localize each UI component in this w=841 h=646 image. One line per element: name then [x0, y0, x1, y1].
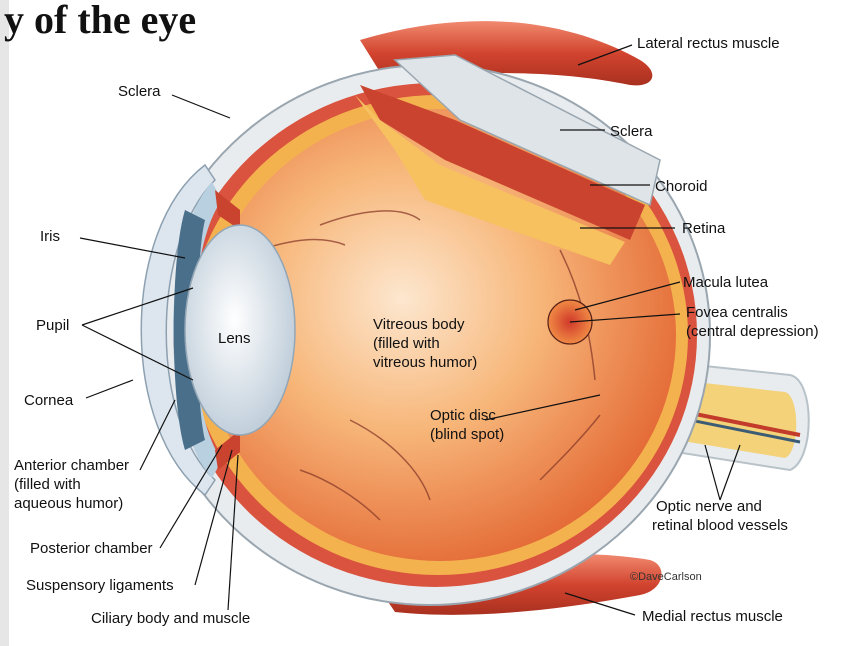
label-optic-disc-line2: (blind spot) [430, 426, 504, 443]
label-sclera-right: Sclera [610, 123, 653, 140]
label-anterior-line1: Anterior chamber [14, 457, 129, 474]
label-cornea: Cornea [24, 392, 74, 409]
label-vitreous-line3: vitreous humor) [373, 354, 477, 371]
label-pupil: Pupil [36, 317, 69, 334]
label-ciliary-body: Ciliary body and muscle [91, 610, 250, 627]
label-optic-nerve-line1: Optic nerve and [656, 498, 762, 515]
label-sclera-top: Sclera [118, 83, 161, 100]
label-vitreous-line1: Vitreous body [373, 316, 465, 333]
label-optic-nerve-line2: retinal blood vessels [652, 517, 788, 534]
label-retina: Retina [682, 220, 726, 237]
label-lateral-rectus: Lateral rectus muscle [637, 35, 780, 52]
label-copyright: ©DaveCarlson [630, 571, 702, 583]
label-fovea-line1: Fovea centralis [686, 304, 788, 321]
label-lens: Lens [218, 330, 251, 347]
label-macula-lutea: Macula lutea [683, 274, 769, 291]
label-choroid: Choroid [655, 178, 708, 195]
label-optic-disc-line1: Optic disc [430, 407, 496, 424]
label-anterior-line3: aqueous humor) [14, 495, 123, 512]
label-posterior-chamber: Posterior chamber [30, 540, 153, 557]
label-fovea-line2: (central depression) [686, 323, 819, 340]
label-medial-rectus: Medial rectus muscle [642, 608, 783, 625]
label-vitreous-line2: (filled with [373, 335, 440, 352]
label-anterior-line2: (filled with [14, 476, 81, 493]
label-iris: Iris [40, 228, 60, 245]
label-suspensory-ligaments: Suspensory ligaments [26, 577, 174, 594]
